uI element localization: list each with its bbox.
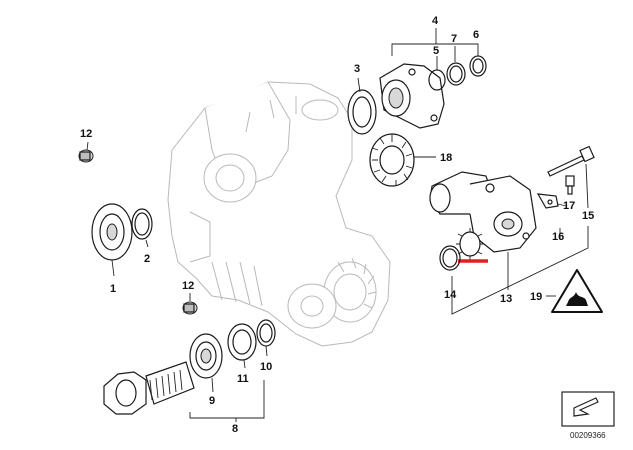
document-id: 00209366: [570, 431, 606, 440]
callout-12-lower: 12: [182, 280, 194, 292]
catalog-page-icon: [561, 391, 615, 427]
callout-12-upper: 12: [80, 128, 92, 140]
part-3-ring: [347, 89, 377, 135]
part-12-plug-lower: [182, 301, 198, 315]
transfer-case-housing: [167, 81, 391, 347]
callout-3: 3: [354, 63, 360, 75]
part-2-circlip: [131, 208, 153, 240]
part-11-seal-ring: [227, 323, 257, 361]
part-15-bolt: [547, 145, 595, 177]
callout-10: 10: [260, 361, 272, 373]
callout-14: 14: [444, 289, 457, 301]
part-16-bracket: [536, 193, 559, 209]
callout-16: 16: [552, 231, 564, 243]
callout-5: 5: [433, 45, 439, 57]
part-9-bearing: [189, 333, 223, 379]
callout-19: 19: [530, 291, 542, 303]
callout-18: 18: [440, 152, 452, 164]
part-9-output-flange: [103, 361, 195, 415]
part-4-actuator-housing: [379, 63, 445, 129]
part-10-circlip: [256, 319, 276, 347]
callout-2: 2: [144, 253, 150, 265]
callout-1: 1: [110, 283, 116, 295]
warning-triangle-icon: [551, 269, 603, 313]
callout-15: 15: [582, 210, 594, 222]
part-12-plug-upper: [78, 149, 94, 163]
callout-11: 11: [237, 373, 249, 385]
callout-9: 9: [209, 395, 215, 407]
part-7-ring: [446, 62, 466, 86]
part-17-bolt: [565, 175, 575, 195]
part-14-oring: [439, 245, 461, 271]
callout-6: 6: [473, 29, 479, 41]
part-13-actuator-motor: [429, 171, 537, 253]
callout-7: 7: [451, 33, 457, 45]
callout-17: 17: [563, 200, 575, 212]
part-13-pinion-gear: [456, 228, 484, 260]
callout-8: 8: [232, 423, 238, 435]
callout-13: 13: [500, 293, 512, 305]
part-1-seal: [91, 203, 133, 261]
part-6-circlip: [469, 55, 487, 77]
part-18-gear-wheel: [369, 133, 415, 187]
callout-4: 4: [432, 15, 439, 27]
